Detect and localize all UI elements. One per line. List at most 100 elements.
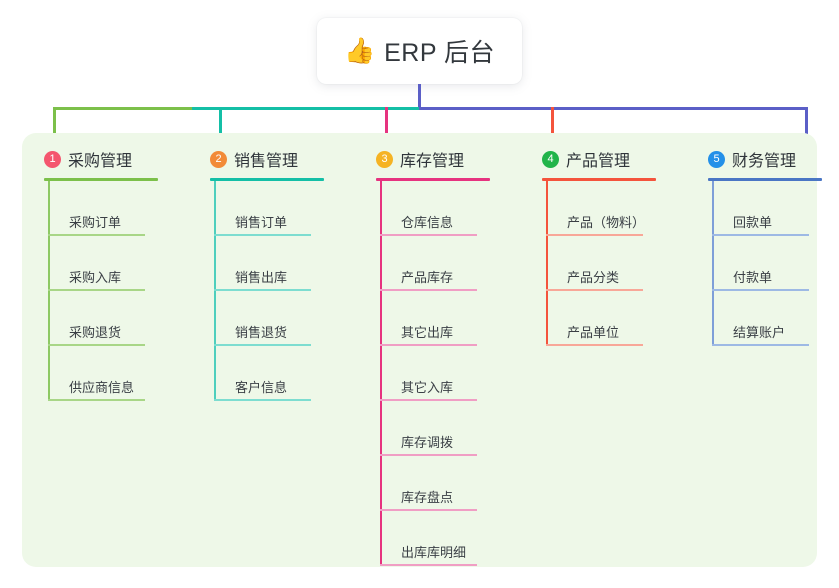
list-item-rule <box>48 234 145 236</box>
bus-segment-left <box>53 107 192 110</box>
branch-title: 产品管理 <box>566 153 631 170</box>
list-item-label: 产品分类 <box>567 270 620 285</box>
list-item[interactable]: 产品（物料） <box>546 181 697 236</box>
branch-items: 销售订单 销售出库 销售退货 客户信息 <box>214 181 365 401</box>
badge-number-icon: 1 <box>44 150 61 168</box>
branch-header-rule <box>44 178 158 181</box>
branch-header-rule <box>708 178 822 181</box>
list-item[interactable]: 库存盘点 <box>380 456 531 511</box>
list-item[interactable]: 客户信息 <box>214 346 365 401</box>
list-item-label: 库存调拨 <box>401 435 454 450</box>
list-item[interactable]: 采购入库 <box>48 236 199 291</box>
branch-connector-1 <box>53 107 56 152</box>
list-item[interactable]: 仓库信息 <box>380 181 531 236</box>
branch-items: 产品（物料） 产品分类 产品单位 <box>546 181 697 346</box>
list-item-rule <box>712 289 809 291</box>
branch-column-finance: 5 财务管理 回款单 付款单 结算账户 <box>697 146 839 567</box>
branch-spine <box>712 181 714 346</box>
badge-number-icon: 4 <box>542 150 559 168</box>
list-item-label: 回款单 <box>733 215 773 230</box>
list-item-rule <box>712 344 809 346</box>
list-item-rule <box>380 509 477 511</box>
branch-connector-5 <box>805 107 808 152</box>
branch-spine <box>214 181 216 401</box>
list-item-label: 采购退货 <box>69 325 122 340</box>
list-item[interactable]: 销售退货 <box>214 291 365 346</box>
list-item-rule <box>48 344 145 346</box>
list-item-rule <box>380 564 477 566</box>
branch-spine <box>48 181 50 401</box>
list-item-label: 付款单 <box>733 270 773 285</box>
root-title: ERP 后台 <box>384 39 496 67</box>
branch-spine <box>546 181 548 346</box>
branch-column-sales: 2 销售管理 销售订单 销售出库 销售退货 客户信息 <box>199 146 365 567</box>
thumbs-up-icon: 👍 <box>343 36 376 65</box>
branch-connector-4 <box>551 107 554 152</box>
root-node[interactable]: 👍 ERP 后台 <box>317 18 522 84</box>
branch-header-rule <box>376 178 490 181</box>
list-item[interactable]: 采购订单 <box>48 181 199 236</box>
list-item-label: 产品库存 <box>401 270 454 285</box>
list-item-rule <box>214 399 311 401</box>
list-item-rule <box>546 234 643 236</box>
branch-header-finance[interactable]: 5 财务管理 <box>697 146 839 172</box>
branch-columns: 1 采购管理 采购订单 采购入库 采购退货 供应商信 <box>22 133 822 567</box>
list-item-label: 采购入库 <box>69 270 122 285</box>
list-item-rule <box>546 344 643 346</box>
list-item-label: 产品单位 <box>567 325 620 340</box>
list-item-rule <box>48 289 145 291</box>
branch-connector-2 <box>219 107 222 152</box>
bus-segment-middle <box>192 107 419 110</box>
branch-connector-3 <box>385 107 388 152</box>
branch-header-purchasing[interactable]: 1 采购管理 <box>33 146 199 172</box>
list-item[interactable]: 产品单位 <box>546 291 697 346</box>
list-item[interactable]: 付款单 <box>712 236 839 291</box>
list-item-rule <box>380 234 477 236</box>
list-item-label: 其它入库 <box>401 380 454 395</box>
branch-header-inventory[interactable]: 3 库存管理 <box>365 146 531 172</box>
list-item[interactable]: 产品库存 <box>380 236 531 291</box>
branch-header-rule <box>210 178 324 181</box>
list-item-rule <box>546 289 643 291</box>
branch-items: 回款单 付款单 结算账户 <box>712 181 839 346</box>
list-item[interactable]: 其它出库 <box>380 291 531 346</box>
list-item-label: 采购订单 <box>69 215 122 230</box>
list-item-label: 结算账户 <box>733 325 786 340</box>
list-item[interactable]: 结算账户 <box>712 291 839 346</box>
list-item-label: 库存盘点 <box>401 490 454 505</box>
list-item[interactable]: 采购退货 <box>48 291 199 346</box>
branch-title: 销售管理 <box>234 153 299 170</box>
list-item-rule <box>380 454 477 456</box>
branch-title: 库存管理 <box>400 153 465 170</box>
badge-number-icon: 3 <box>376 150 393 168</box>
branch-spine <box>380 181 382 566</box>
branch-header-sales[interactable]: 2 销售管理 <box>199 146 365 172</box>
list-item-rule <box>214 234 311 236</box>
list-item[interactable]: 产品分类 <box>546 236 697 291</box>
branch-title: 财务管理 <box>732 153 797 170</box>
branch-header-product[interactable]: 4 产品管理 <box>531 146 697 172</box>
list-item-rule <box>380 289 477 291</box>
list-item[interactable]: 库存调拨 <box>380 401 531 456</box>
list-item[interactable]: 销售订单 <box>214 181 365 236</box>
list-item[interactable]: 回款单 <box>712 181 839 236</box>
list-item[interactable]: 出库库明细 <box>380 511 531 566</box>
list-item-rule <box>214 344 311 346</box>
branch-column-inventory: 3 库存管理 仓库信息 产品库存 其它出库 其它入库 <box>365 146 531 567</box>
list-item[interactable]: 销售出库 <box>214 236 365 291</box>
branch-title: 采购管理 <box>68 153 133 170</box>
branches-panel <box>22 133 817 567</box>
list-item-label: 销售退货 <box>235 325 288 340</box>
list-item-rule <box>712 234 809 236</box>
list-item-label: 销售订单 <box>235 215 288 230</box>
branch-items: 仓库信息 产品库存 其它出库 其它入库 库存调拨 <box>380 181 531 566</box>
list-item[interactable]: 供应商信息 <box>48 346 199 401</box>
list-item[interactable]: 其它入库 <box>380 346 531 401</box>
badge-number-icon: 5 <box>708 150 725 168</box>
branch-column-product: 4 产品管理 产品（物料） 产品分类 产品单位 <box>531 146 697 567</box>
list-item-label: 其它出库 <box>401 325 454 340</box>
list-item-rule <box>380 344 477 346</box>
list-item-label: 仓库信息 <box>401 215 454 230</box>
list-item-label: 供应商信息 <box>69 380 135 395</box>
